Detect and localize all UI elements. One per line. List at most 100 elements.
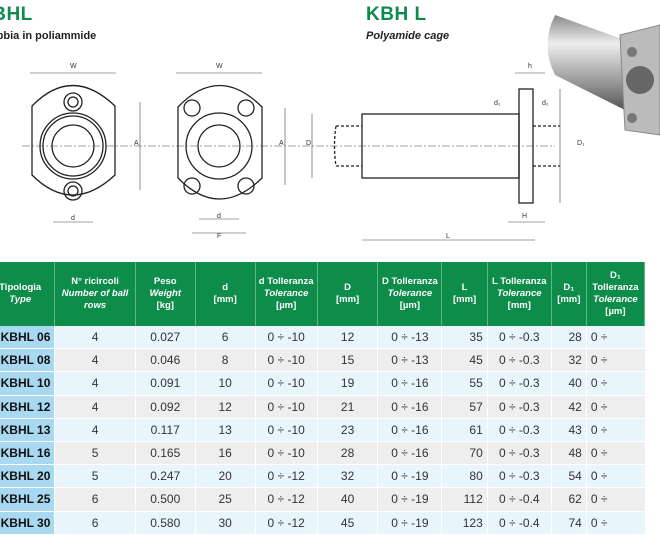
- label-d2: d: [217, 213, 221, 220]
- table-cell: 4: [55, 372, 135, 395]
- table-cell: 0 ÷: [586, 465, 644, 488]
- label-L: L: [446, 233, 450, 240]
- table-cell: 40: [317, 488, 378, 511]
- header-l2: Tolerance: [256, 288, 317, 300]
- table-cell: 0 ÷ -19: [378, 465, 442, 488]
- table-cell: 0 ÷: [586, 511, 644, 534]
- label-d1: d₁: [494, 100, 501, 107]
- label-D: D: [306, 140, 311, 147]
- table-cell: 0 ÷: [586, 441, 644, 464]
- table-cell: 5: [55, 465, 135, 488]
- header-l3: [µm]: [378, 300, 441, 312]
- label-d2: d₂: [542, 100, 549, 107]
- table-cell: 5: [55, 441, 135, 464]
- technical-drawing: W W A A d d F D D₁ h H d₁ d₂ L: [0, 0, 660, 255]
- table-cell: 0 ÷: [586, 349, 644, 372]
- header-l2: Weight: [136, 288, 195, 300]
- header-l1: D₁ Tolleranza: [587, 270, 644, 294]
- table-cell: KBHL 12: [0, 395, 55, 418]
- table-cell: 0 ÷ -0.3: [487, 465, 551, 488]
- table-cell: 0 ÷: [586, 488, 644, 511]
- table-cell: 32: [551, 349, 586, 372]
- table-cell: 10: [195, 372, 255, 395]
- table-cell: 4: [55, 418, 135, 441]
- table-cell: 42: [551, 395, 586, 418]
- table-cell: 0 ÷ -0.3: [487, 349, 551, 372]
- table-cell: 0 ÷: [586, 372, 644, 395]
- table-cell: 48: [551, 441, 586, 464]
- table-cell: 0 ÷ -16: [378, 418, 442, 441]
- table-cell: 12: [195, 395, 255, 418]
- table-cell: 0 ÷ -0.3: [487, 441, 551, 464]
- table-cell: KBHL 06: [0, 326, 55, 349]
- table-cell: 13: [195, 418, 255, 441]
- label-D1: D₁: [577, 140, 585, 147]
- table-cell: 0.117: [135, 418, 195, 441]
- table-cell: 0 ÷ -10: [255, 418, 317, 441]
- table-cell: 0 ÷ -10: [255, 349, 317, 372]
- header-l2: Tolerance: [587, 294, 644, 306]
- table-cell: 6: [55, 488, 135, 511]
- table-cell: 0 ÷ -0.3: [487, 395, 551, 418]
- header-l3: [mm]: [488, 300, 551, 312]
- header-l1: Peso: [136, 276, 195, 288]
- table-cell: 0 ÷ -10: [255, 326, 317, 349]
- label-W2: W: [216, 63, 223, 70]
- table-cell: 0.247: [135, 465, 195, 488]
- table-cell: 0 ÷: [586, 395, 644, 418]
- label-A: A: [134, 140, 139, 147]
- column-header: D[mm]: [317, 262, 378, 326]
- table-cell: 19: [317, 372, 378, 395]
- table-cell: 6: [55, 511, 135, 534]
- table-cell: 80: [442, 465, 487, 488]
- table-cell: 61: [442, 418, 487, 441]
- header-l2: Tolerance: [488, 288, 551, 300]
- header-l1: D: [318, 282, 378, 294]
- table-cell: 16: [195, 441, 255, 464]
- table-cell: 32: [317, 465, 378, 488]
- table-cell: 62: [551, 488, 586, 511]
- header-l3: [mm]: [318, 294, 378, 306]
- table-cell: KBHL 10: [0, 372, 55, 395]
- table-cell: 0 ÷ -13: [378, 326, 442, 349]
- table-cell: 45: [442, 349, 487, 372]
- table-cell: 0 ÷ -19: [378, 488, 442, 511]
- table-cell: 0.046: [135, 349, 195, 372]
- table-cell: 4: [55, 349, 135, 372]
- header-l3: [µm]: [587, 306, 644, 318]
- table-cell: 0 ÷ -16: [378, 395, 442, 418]
- header-l3: [mm]: [442, 294, 486, 306]
- table-cell: 20: [195, 465, 255, 488]
- table-cell: 57: [442, 395, 487, 418]
- table-cell: 43: [551, 418, 586, 441]
- table-cell: 0 ÷ -0.4: [487, 511, 551, 534]
- table-cell: 0.092: [135, 395, 195, 418]
- table-cell: 0.500: [135, 488, 195, 511]
- table-cell: KBHL 08: [0, 349, 55, 372]
- product-photo: [548, 15, 660, 135]
- header-l1: L Tolleranza: [488, 276, 551, 288]
- table-cell: 0 ÷ -12: [255, 465, 317, 488]
- table-cell: 0.027: [135, 326, 195, 349]
- header-l2: Type: [0, 294, 54, 306]
- table-cell: 0 ÷ -12: [255, 488, 317, 511]
- table-cell: 123: [442, 511, 487, 534]
- table-cell: 12: [317, 326, 378, 349]
- label-h: h: [528, 63, 532, 70]
- table-cell: 0 ÷ -13: [378, 349, 442, 372]
- header-l3: [µm]: [256, 300, 317, 312]
- table-cell: 0 ÷ -0.3: [487, 372, 551, 395]
- table-cell: KBHL 30: [0, 511, 55, 534]
- table-cell: 0 ÷ -19: [378, 511, 442, 534]
- table-cell: 35: [442, 326, 487, 349]
- header-l3: [mm]: [552, 294, 586, 306]
